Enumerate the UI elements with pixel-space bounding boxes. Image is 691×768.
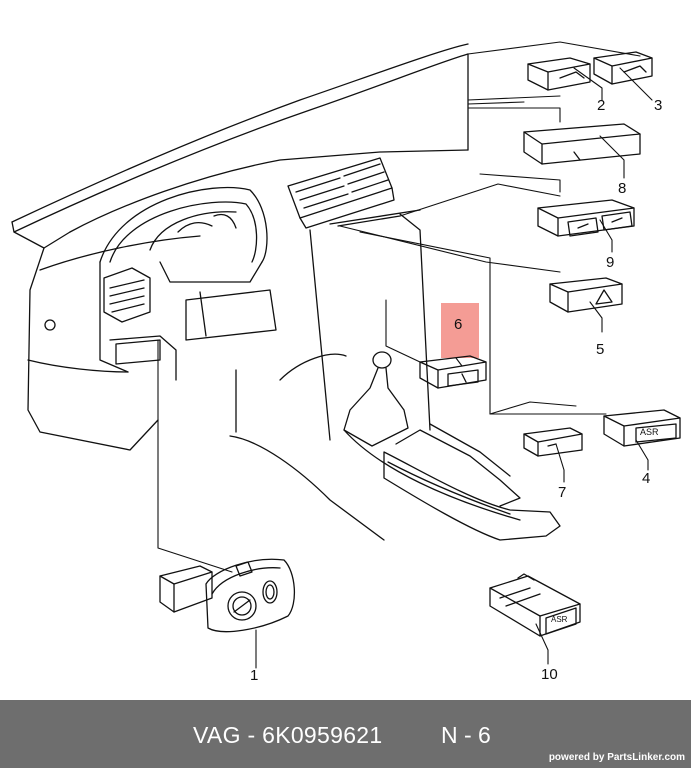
gear-shifter: [343, 351, 521, 521]
part-6-switch: [419, 355, 487, 389]
dashboard-outline: [11, 43, 469, 451]
callout-7: 7: [558, 484, 567, 501]
part-8-blank-cover: [523, 123, 641, 165]
handbrake-console: [383, 423, 561, 541]
callout-5: 5: [596, 341, 605, 358]
asr-label-part-10: ASR: [551, 615, 568, 624]
part-9-double-switch: [537, 199, 635, 237]
part-5-hazard-switch: [549, 277, 623, 313]
exploded-parts-diagram: [11, 41, 681, 669]
powered-by-link[interactable]: powered by PartsLinker.com: [549, 752, 685, 763]
powered-by-brand: PartsLinker.com: [607, 752, 685, 763]
highlight-callout-6: [441, 303, 479, 358]
instrument-cluster: [99, 186, 268, 381]
callout-8: 8: [618, 180, 627, 197]
part-7-blank: [523, 427, 583, 457]
callout-2: 2: [597, 97, 606, 114]
footer-bar: [0, 700, 691, 768]
callout-3: 3: [654, 97, 663, 114]
center-console: [185, 157, 431, 541]
part-10-asr-switch: [489, 573, 581, 637]
callout-4: 4: [642, 470, 651, 487]
powered-by-prefix: powered by: [548, 752, 608, 763]
position-text: N - 6: [441, 722, 491, 748]
callout-6: 6: [454, 316, 463, 333]
part-3-switch: [593, 51, 653, 85]
left-air-vent: [103, 267, 161, 365]
callout-10: 10: [541, 666, 558, 683]
part-1-light-switch: [159, 558, 296, 633]
part-2-switch: [527, 57, 591, 91]
callout-1: 1: [250, 667, 259, 684]
asr-label-part-4: ASR: [640, 427, 659, 437]
leader-lines: [157, 41, 653, 669]
part-number-text: VAG - 6K0959621: [193, 722, 383, 748]
part-4-asr-switch: [603, 409, 681, 447]
callout-9: 9: [606, 254, 615, 271]
